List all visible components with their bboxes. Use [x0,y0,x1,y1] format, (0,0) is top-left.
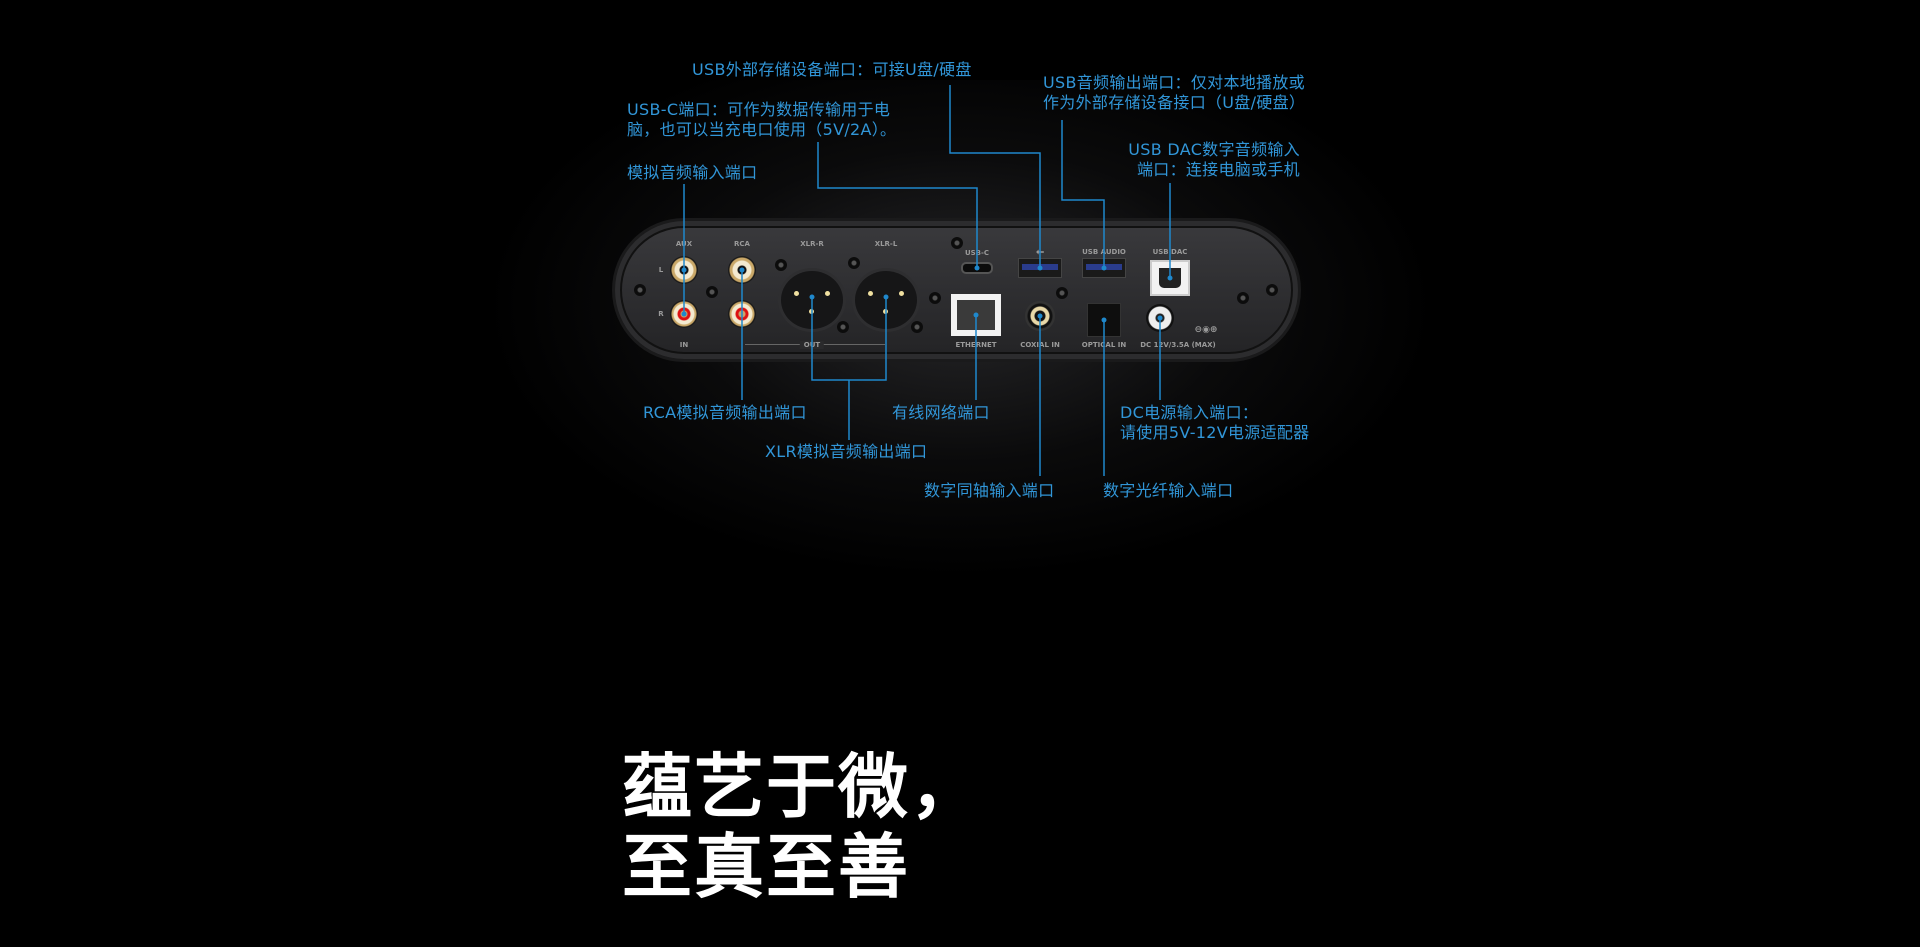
screw-icon [775,259,787,271]
panel-label-r: R [658,310,664,318]
panel-label-rca: RCA [734,240,750,248]
callout-usb-dac: USB DAC数字音频输入端口：连接电脑或手机 [1128,140,1300,179]
headline-line-2: 至真至善 [622,826,910,908]
screw-icon [1056,287,1068,299]
callout-optical: 数字光纤输入端口 [1103,481,1234,500]
panel-label-xlr-l: XLR-L [874,240,898,248]
callout-aux-in: 模拟音频输入端口 [627,163,758,182]
screw-icon [634,284,646,296]
dc-polarity-icon: ⊖◉⊕ [1194,325,1218,335]
panel-label-xlr-r: XLR-R [800,240,824,248]
screw-icon [1237,292,1249,304]
screw-icon [951,237,963,249]
screw-icon [1266,284,1278,296]
callout-dc: DC电源输入端口：请使用5V-12V电源适配器 [1120,403,1310,442]
callout-ethernet: 有线网络端口 [892,403,990,422]
screw-icon [911,321,923,333]
screw-icon [706,286,718,298]
callout-coaxial: 数字同轴输入端口 [924,481,1055,500]
callout-xlr-out: XLR模拟音频输出端口 [765,442,928,461]
line-usb-storage [949,85,1041,268]
callout-rca-out: RCA模拟音频输出端口 [643,403,807,422]
screw-icon [837,321,849,333]
panel-label-l: L [658,266,664,274]
line-usb-c [817,142,978,268]
line-xlr [811,297,887,381]
screw-icon [929,292,941,304]
callout-usb-storage: USB外部存储设备端口：可接U盘/硬盘 [692,60,972,79]
callout-usb-audio: USB音频输出端口：仅对本地播放或作为外部存储设备接口（U盘/硬盘） [1043,73,1306,112]
panel-label-dc: DC 12V/3.5A (MAX) [1140,341,1216,349]
line-usb-audio [1061,120,1105,268]
callout-usb-c: USB-C端口：可作为数据传输用于电脑，也可以当充电口使用（5V/2A）。 [627,100,897,139]
screw-icon [848,257,860,269]
panel-label-in: IN [679,341,689,349]
headline-line-1: 蕴艺于微， [622,746,982,828]
